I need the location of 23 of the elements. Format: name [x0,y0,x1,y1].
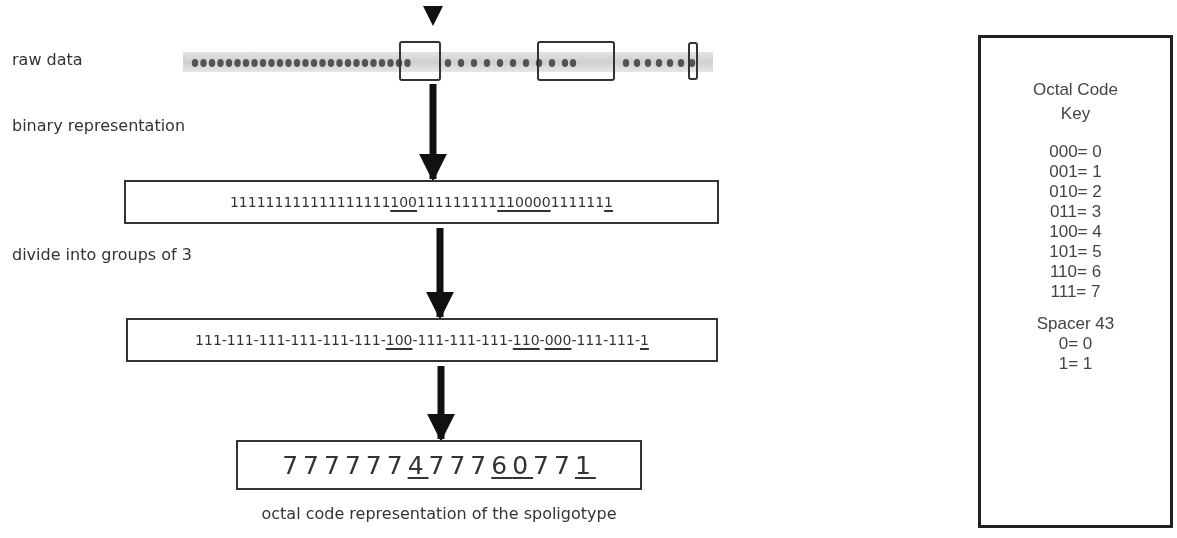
step-label: divide into groups of 3 [12,245,192,264]
key-entry: 100= 4 [1049,222,1102,242]
key-entry: 1= 1 [1058,354,1093,374]
key-entry: 101= 5 [1049,242,1102,262]
key-title: Octal Code Key [1031,79,1119,125]
key-panel [978,35,1173,528]
key-entry: 0= 0 [1058,334,1093,354]
code-text: 1111111111111111111001111111111100001111111 [229,194,614,210]
code-box [124,180,719,224]
key-entry: 001= 1 [1049,162,1102,182]
key-entry: 010= 2 [1049,182,1102,202]
gel-strip-picture [183,42,713,80]
code-text: 111-111-111-111-111-111-100-111-111-111-110-000-111-111-1 [195,332,649,348]
key-entry: 011= 3 [1049,202,1102,222]
code-box [236,440,642,490]
code-box [126,318,718,362]
key-entry: 111= 7 [1050,282,1101,302]
step-label: binary representation [12,116,186,135]
key-subtitle: Spacer 43 [1036,314,1115,334]
node-label: octal code representation of the spoligotype [260,504,618,523]
key-entry: 000= 0 [1049,142,1102,162]
key-entry: 110= 6 [1049,262,1102,282]
step-label: raw data [12,50,83,69]
